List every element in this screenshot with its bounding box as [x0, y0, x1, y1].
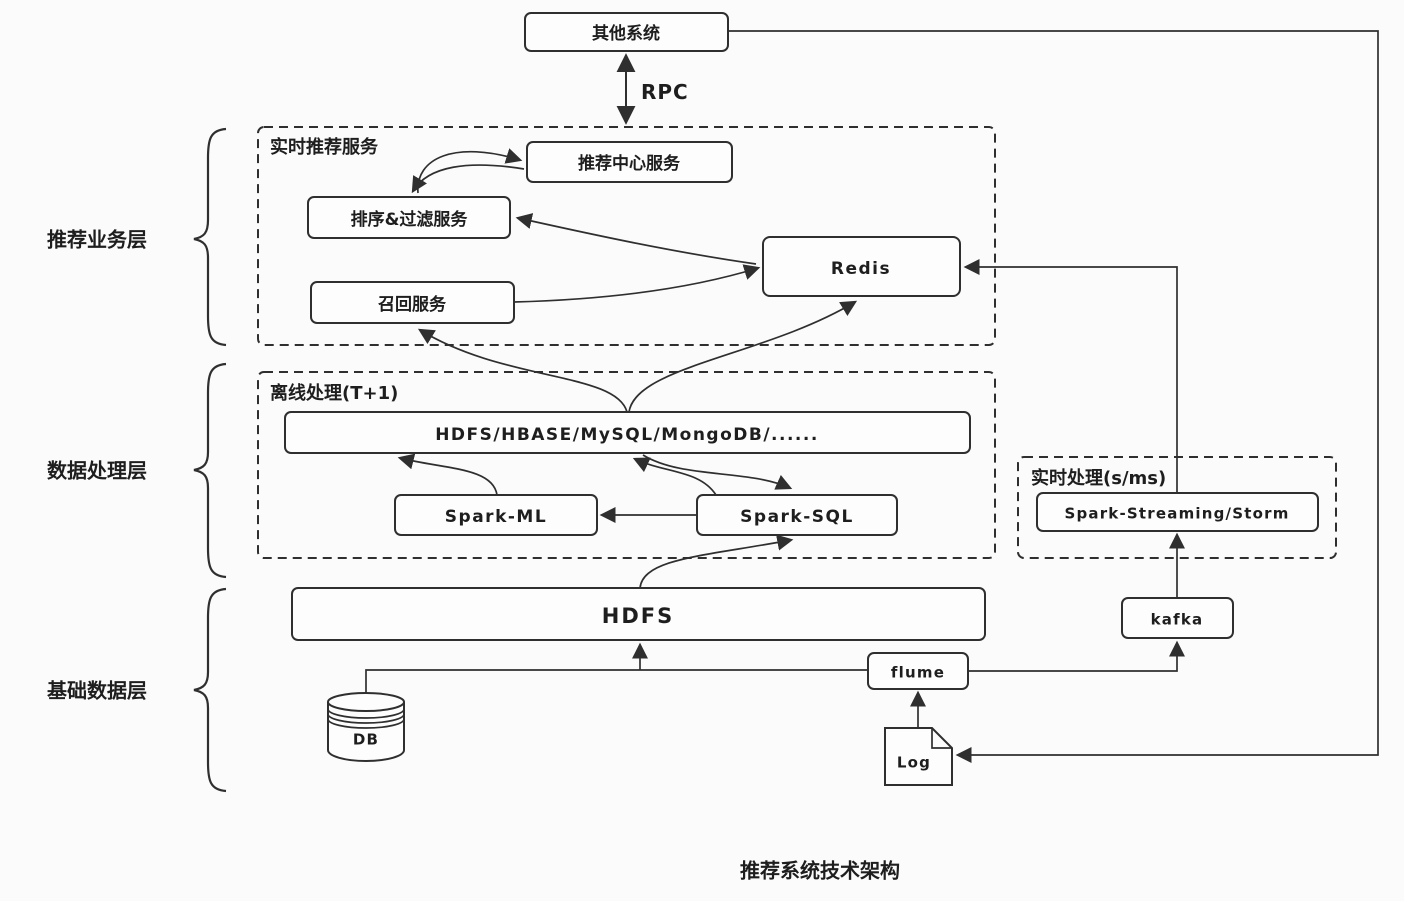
label-business-layer: 推荐业务层 — [47, 228, 147, 252]
storage-box — [284, 411, 971, 454]
recall-box — [310, 281, 515, 324]
node-spark-sql: Spark-SQL — [696, 494, 898, 536]
edge-other-system-to-log — [728, 30, 1379, 764]
db-ring-2 — [327, 713, 405, 724]
redis-label: Redis — [831, 259, 891, 279]
flume-box — [867, 652, 969, 690]
node-spark-streaming: Spark-Streaming/Storm — [1036, 492, 1319, 532]
hdfs-box — [291, 587, 986, 641]
edge-redis-to-rank — [515, 213, 757, 265]
label-processing-layer: 数据处理层 — [47, 459, 147, 483]
db-ring-1 — [327, 708, 405, 719]
edge-sparksql-to-storage — [632, 457, 717, 496]
label-base-layer: 基础数据层 — [47, 679, 147, 703]
flume-label: flume — [891, 664, 945, 682]
spark-ml-box — [394, 494, 598, 536]
edge-storage-to-redis — [628, 300, 858, 413]
label-group-realtime-processing: 实时处理(s/ms) — [1031, 467, 1166, 489]
db-label: DB — [353, 731, 379, 749]
spark-streaming-label: Spark-Streaming/Storm — [1064, 505, 1289, 523]
edge-sparkstreaming-to-redis — [963, 258, 1178, 492]
log-document-shape — [884, 727, 953, 786]
diagram-title: 推荐系统技术架构 — [740, 859, 900, 883]
hdfs-label: HDFS — [602, 604, 674, 628]
kafka-box — [1121, 597, 1234, 639]
brace-processing-layer — [193, 362, 227, 579]
line-db-flume-bus — [365, 669, 868, 701]
db-ring-3 — [327, 718, 405, 729]
group-offline-processing — [257, 371, 996, 559]
label-rpc: RPC — [641, 80, 689, 104]
log-folded-corner — [931, 728, 952, 749]
node-recommend-center: 推荐中心服务 — [526, 141, 733, 183]
edge-sparkml-to-storage — [397, 453, 498, 496]
spark-ml-label: Spark-ML — [445, 507, 547, 527]
log-label: Log — [897, 754, 931, 772]
node-redis: Redis — [762, 236, 961, 297]
rank-filter-label: 排序&过滤服务 — [351, 209, 469, 230]
edge-storage-to-sparksql — [642, 454, 793, 490]
node-db: DB — [327, 692, 405, 762]
group-realtime-service — [257, 126, 996, 346]
recall-label: 召回服务 — [378, 294, 447, 315]
node-log: Log — [884, 727, 953, 786]
edge-recall-to-redis — [513, 264, 761, 303]
node-flume: flume — [867, 652, 969, 690]
node-spark-ml: Spark-ML — [394, 494, 598, 536]
node-recall: 召回服务 — [310, 281, 515, 324]
node-rank-filter: 排序&过滤服务 — [307, 196, 511, 239]
spark-sql-label: Spark-SQL — [740, 507, 854, 527]
label-group-offline-processing: 离线处理(T+1) — [270, 382, 398, 404]
other-system-label: 其他系统 — [592, 23, 660, 44]
storage-label: HDFS/HBASE/MySQL/MongoDB/...... — [435, 425, 819, 445]
edge-hdfs-to-sparksql — [639, 534, 794, 589]
kafka-label: kafka — [1151, 611, 1204, 629]
edge-storage-to-recall — [417, 328, 628, 413]
node-other-system: 其他系统 — [524, 12, 729, 52]
spark-streaming-box — [1036, 492, 1319, 532]
brace-base-layer — [193, 587, 227, 793]
recommend-center-label: 推荐中心服务 — [578, 153, 681, 174]
other-system-box — [524, 12, 729, 52]
rank-filter-box — [307, 196, 511, 239]
edge-flume-to-kafka — [968, 640, 1186, 672]
db-cylinder-top — [327, 692, 405, 712]
node-hdfs: HDFS — [291, 587, 986, 641]
node-kafka: kafka — [1121, 597, 1234, 639]
node-storage: HDFS/HBASE/MySQL/MongoDB/...... — [284, 411, 971, 454]
recommend-center-box — [526, 141, 733, 183]
spark-sql-box — [696, 494, 898, 536]
redis-box — [762, 236, 961, 297]
label-group-realtime-service: 实时推荐服务 — [270, 136, 379, 158]
brace-business-layer — [193, 127, 227, 347]
edge-center-to-rank — [411, 164, 525, 194]
